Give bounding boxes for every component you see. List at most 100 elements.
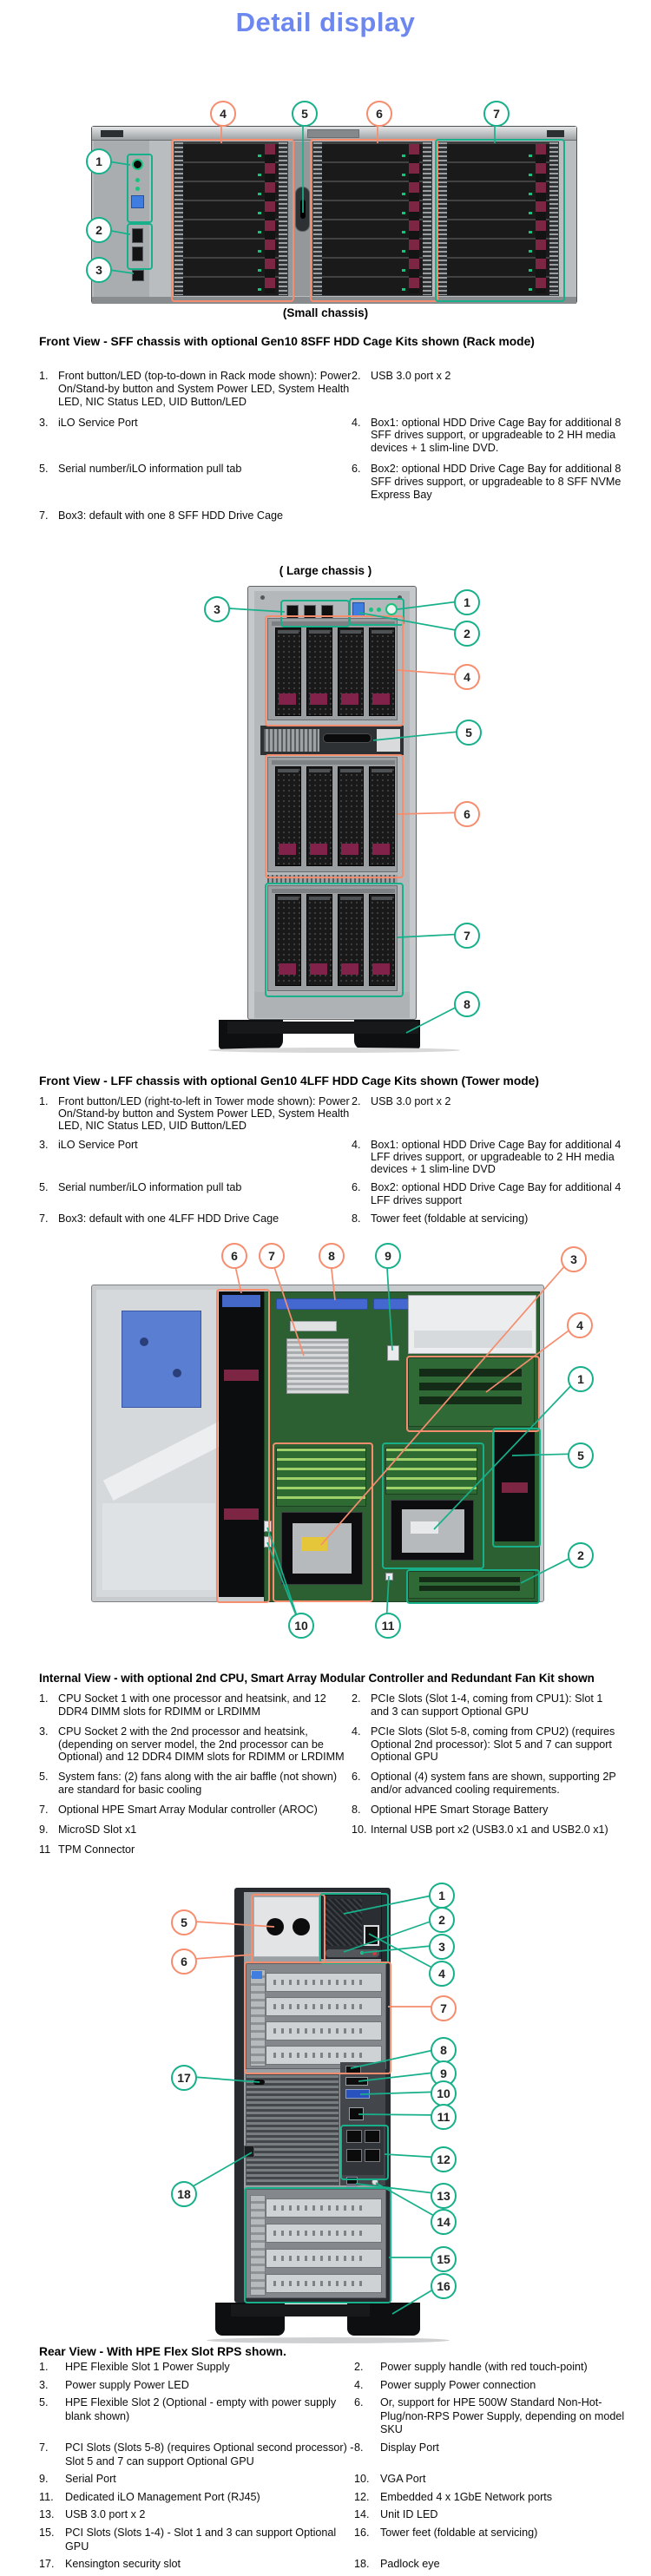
list-item: 5.Serial number/iLO information pull tab xyxy=(39,463,352,502)
nic-led xyxy=(377,608,381,612)
list-item-number: 18. xyxy=(354,2558,370,2571)
list-item-text: MicroSD Slot x1 xyxy=(58,1823,137,1836)
list-item: 8.Tower feet (foldable at servicing) xyxy=(352,1212,622,1225)
list-item-number: 1. xyxy=(39,2361,49,2373)
media-vent xyxy=(264,729,319,752)
list-item: 4.Power supply Power connection xyxy=(354,2379,626,2393)
list-item-text: Serial number/iLO information pull tab xyxy=(58,463,242,476)
network-port xyxy=(346,2130,362,2143)
list-item-number: 2. xyxy=(354,2361,364,2373)
callout-10: 10 xyxy=(431,2080,457,2106)
list-item-number: 6. xyxy=(352,463,361,476)
list-item: 1.Front button/LED (right-to-left in Tow… xyxy=(39,1095,352,1133)
list-item: 10.VGA Port xyxy=(354,2473,626,2487)
list-item: 4. PCIe Slots (Slot 5-8, coming from CPU2… xyxy=(352,1725,622,1764)
callout-2: 2 xyxy=(429,1907,455,1933)
drive-cage-box3 xyxy=(437,141,559,296)
list-item-number: 17. xyxy=(39,2558,55,2571)
fan-bank-right-outline xyxy=(492,1428,541,1548)
shadow xyxy=(208,1048,460,1053)
list-item-number: 5. xyxy=(39,1181,49,1194)
list-item-number: 2. xyxy=(352,1095,361,1107)
section-heading: Rear View - With HPE Flex Slot RPS shown… xyxy=(39,2345,286,2358)
drive-cage-box1 xyxy=(174,141,288,296)
list-item-text: PCI Slots (Slots 5-8) (requires Optional… xyxy=(65,2441,354,2468)
sff-callout-list: 1.Front button/LED (top-to-down in Rack … xyxy=(39,370,622,522)
callout-2: 2 xyxy=(568,1542,594,1568)
list-item-text: Front button/LED (top-to-down in Rack mo… xyxy=(58,370,352,408)
list-item: 5.Serial number/iLO information pull tab xyxy=(39,1181,352,1206)
vent-strip xyxy=(267,875,398,884)
list-item-text: Box3: default with one 4LFF HDD Drive Ca… xyxy=(58,1212,279,1225)
callout-7: 7 xyxy=(454,923,480,949)
microsd-slot xyxy=(387,1345,399,1361)
list-item: 17.Kensington security slot xyxy=(39,2558,354,2572)
nic-led xyxy=(135,187,140,191)
list-item: 4.Box1: optional HDD Drive Cage Bay for … xyxy=(352,417,622,456)
callout-11: 11 xyxy=(375,1613,401,1639)
health-led xyxy=(135,178,140,182)
box3-outline xyxy=(435,139,565,302)
list-item-number: 4. xyxy=(352,1138,361,1151)
callout-6: 6 xyxy=(221,1243,247,1269)
callout-6: 6 xyxy=(171,1948,197,1975)
pci-slots-5-8-outline xyxy=(244,1962,391,2074)
callout-3: 3 xyxy=(86,257,112,283)
list-item-text: Box1: optional HDD Drive Cage Bay for ad… xyxy=(371,416,621,455)
list-item: 11.Dedicated iLO Management Port (RJ45) xyxy=(39,2491,354,2505)
list-item-number: 3. xyxy=(39,1725,49,1738)
list-item-text: HPE Flexible Slot 2 (Optional - empty wi… xyxy=(65,2396,337,2422)
list-item: 18. Padlock eye xyxy=(354,2558,626,2572)
list-item-text: Power supply handle (with red touch-poin… xyxy=(380,2361,588,2373)
usb-port xyxy=(132,246,143,261)
list-item: 8.Display Port xyxy=(354,2441,626,2468)
list-item-text: PCI Slots (Slots 1-4) - Slot 1 and 3 can… xyxy=(65,2527,337,2553)
callout-1: 1 xyxy=(454,589,480,615)
list-item-number: 4. xyxy=(352,1725,361,1738)
callout-6: 6 xyxy=(366,101,392,127)
list-item-text: iLO Service Port xyxy=(58,416,138,429)
list-item-number: 15. xyxy=(39,2527,55,2540)
list-item-text: Padlock eye xyxy=(380,2558,440,2571)
list-item: 9.MicroSD Slot x1 xyxy=(39,1824,352,1837)
callout-1: 1 xyxy=(568,1366,594,1392)
aroc-controller-heatsink xyxy=(286,1338,349,1394)
health-led xyxy=(369,608,373,612)
list-item-number: 6. xyxy=(354,2396,364,2409)
list-item: 9.Serial Port xyxy=(39,2473,354,2487)
list-item: 6.Optional (4) system fans are shown, su… xyxy=(352,1771,622,1797)
list-item-number: 1. xyxy=(39,1692,49,1705)
kensington-slot xyxy=(253,2080,265,2085)
vga-port xyxy=(345,2089,370,2099)
list-item-number: 8. xyxy=(354,2441,364,2454)
callout-4: 4 xyxy=(567,1312,593,1338)
list-item-text: Serial Port xyxy=(65,2473,116,2486)
section-heading: Front View - SFF chassis with optional G… xyxy=(39,335,535,348)
box1-outline xyxy=(171,139,294,302)
front-panel-outline xyxy=(127,154,153,223)
list-item-number: 11 xyxy=(39,1843,51,1856)
list-item-number: 3. xyxy=(39,416,49,429)
list-item: 2.USB 3.0 port x 2 xyxy=(352,370,622,409)
psu-slot1-outline xyxy=(319,1893,389,1964)
tower-base xyxy=(227,1022,418,1034)
list-item-number: 1. xyxy=(39,1095,49,1107)
rear-vent xyxy=(246,2073,339,2185)
psu-handle xyxy=(326,1949,379,1957)
chassis-panel xyxy=(102,1503,215,1590)
list-item-text: iLO Service Port xyxy=(58,1138,138,1151)
drive-cage-box2 xyxy=(312,141,432,296)
callout-2: 2 xyxy=(86,217,112,243)
list-item-text: Box2: optional HDD Drive Cage Bay for ad… xyxy=(371,463,621,501)
list-item-text: USB 3.0 port x 2 xyxy=(371,370,451,382)
list-item-text: Box3: default with one 8 SFF HDD Drive C… xyxy=(58,509,283,522)
list-item-text: Power supply Power connection xyxy=(380,2378,536,2391)
list-item: 6. Box2: optional HDD Drive Cage Bay for … xyxy=(352,463,622,502)
pci-slots-lower xyxy=(246,2189,386,2298)
pcie-slot-blue xyxy=(276,1298,368,1310)
callout-5: 5 xyxy=(171,1909,197,1935)
list-item: 10.Internal USB port x2 (USB3.0 x1 and U… xyxy=(352,1824,622,1837)
box1-outline xyxy=(265,615,404,726)
list-item-text: PCIe Slots (Slot 5-8, coming from CPU2) … xyxy=(371,1725,615,1764)
